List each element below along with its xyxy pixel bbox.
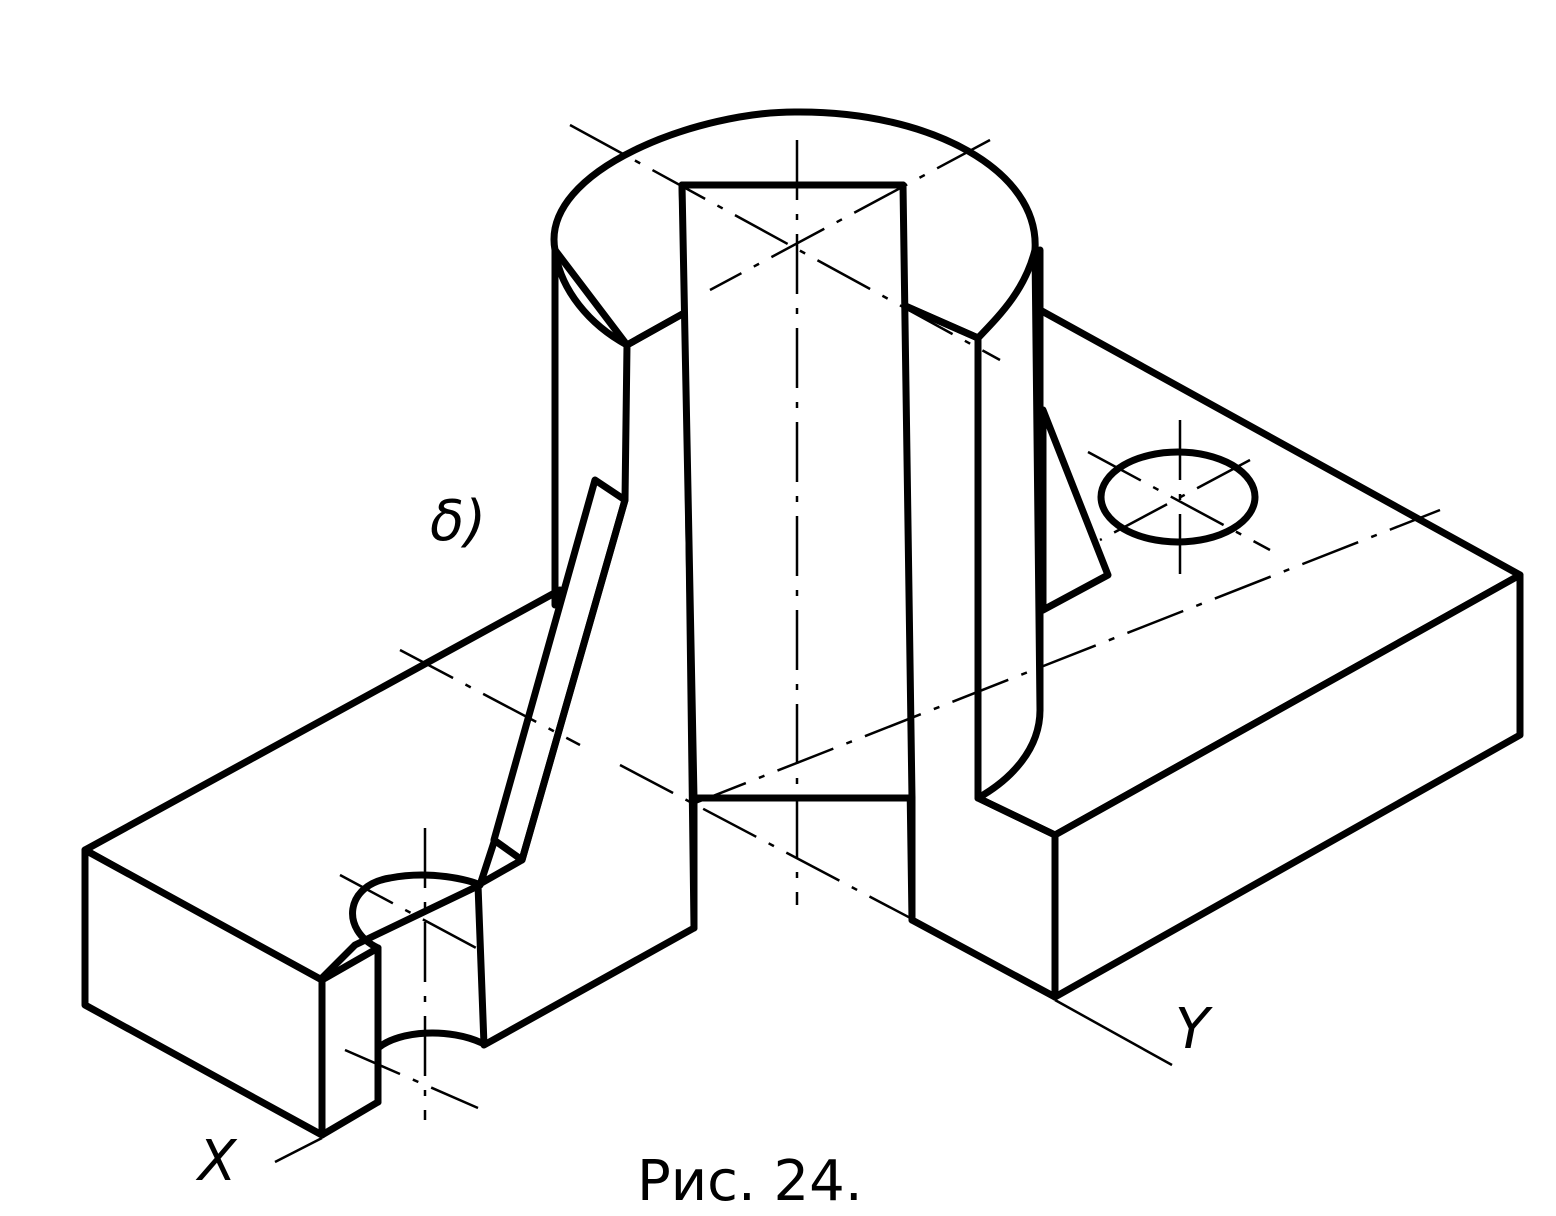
left-hole-top-edge [349, 871, 484, 952]
cylinder-top-right-arc [974, 246, 1039, 342]
left-arm-section-face [318, 944, 382, 1139]
figure-caption: Рис. 24. [637, 1149, 863, 1214]
right-bolt-hole [1097, 448, 1259, 546]
right-base-arm [974, 306, 1524, 1001]
left-base-arm [81, 586, 564, 1139]
center-lines [274, 123, 1441, 1164]
left-hole-bottom-edge [374, 1029, 486, 1052]
axis-x-label: X [195, 1129, 238, 1194]
right-rib [1039, 406, 1112, 614]
view-label: δ) [430, 489, 486, 554]
axis-y-label: Y [1175, 997, 1213, 1062]
